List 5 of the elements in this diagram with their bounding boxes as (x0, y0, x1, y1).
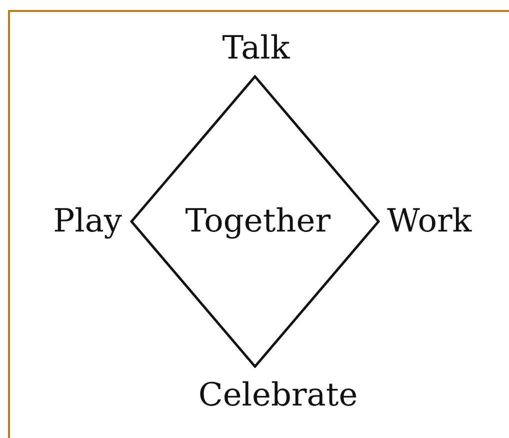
diamond-shape (130, 75, 380, 368)
corner-label: Work (387, 204, 472, 236)
corner-label: Talk (222, 31, 290, 64)
corner-label: Play (53, 204, 122, 236)
corner-label: Celebrate (198, 378, 358, 410)
